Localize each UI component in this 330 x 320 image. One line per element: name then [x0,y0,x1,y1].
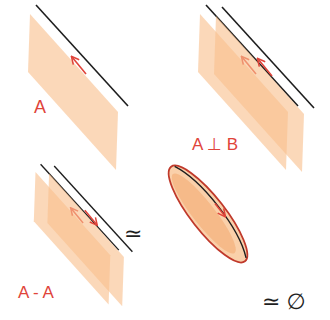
sheet-label: A ⊥ B [192,136,238,155]
folded-sheet [158,156,259,271]
sheet-label: A - A [18,284,54,303]
sheet-a [28,5,128,170]
equivalence-result: ≃ ∅ [262,290,306,314]
sheet-label: A [34,98,46,118]
equivalence-sign: ≃ [124,222,142,246]
